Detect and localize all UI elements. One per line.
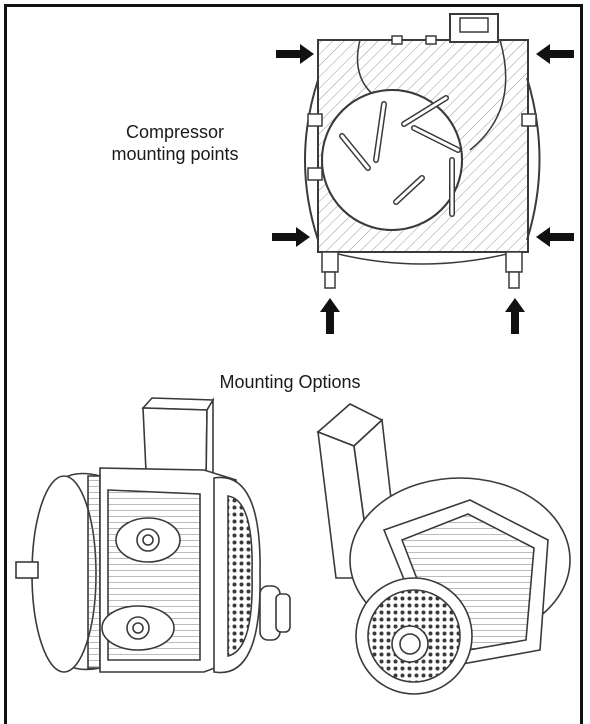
compressor-mounting-points-label: Compressor mounting points <box>90 121 260 165</box>
compressor-cross-section <box>304 13 541 289</box>
mounting-options-label: Mounting Options <box>219 372 361 392</box>
mount-foot-left <box>321 251 339 273</box>
housing-right-curve <box>526 77 541 241</box>
top-tab-left <box>391 35 403 45</box>
housing-left-curve <box>304 79 319 241</box>
diagram-canvas: Compressor mounting points Mounting Opti… <box>4 4 583 724</box>
housing-base-curve <box>329 251 516 265</box>
mounting-points-line-1: Compressor <box>125 122 225 142</box>
arrow-bottom-right-icon <box>505 298 525 334</box>
arrow-top-right-icon <box>536 44 574 64</box>
top-tab-right <box>425 35 437 45</box>
mounting-option-horizontal <box>15 397 291 674</box>
mount-foot-right <box>505 251 523 273</box>
technical-drawing <box>15 13 574 695</box>
mounting-points-line-2: mounting points <box>111 144 239 164</box>
rotor-chamber <box>321 89 463 231</box>
side-bolt-left-upper <box>307 113 323 127</box>
arrow-top-left-icon <box>276 44 314 64</box>
mounting-arrows <box>272 44 574 334</box>
figure-frame <box>4 4 583 724</box>
mount-stud-left <box>324 271 336 289</box>
mounting-option-vertical <box>316 403 571 695</box>
mount-stud-right <box>508 271 520 289</box>
arrow-mid-right-icon <box>536 227 574 247</box>
arrow-mid-left-icon <box>272 227 310 247</box>
top-port-inner <box>459 17 489 33</box>
right-lobe <box>469 39 507 151</box>
arrow-bottom-left-icon <box>320 298 340 334</box>
side-bolt-right <box>521 113 537 127</box>
side-bolt-left-lower <box>307 167 323 181</box>
